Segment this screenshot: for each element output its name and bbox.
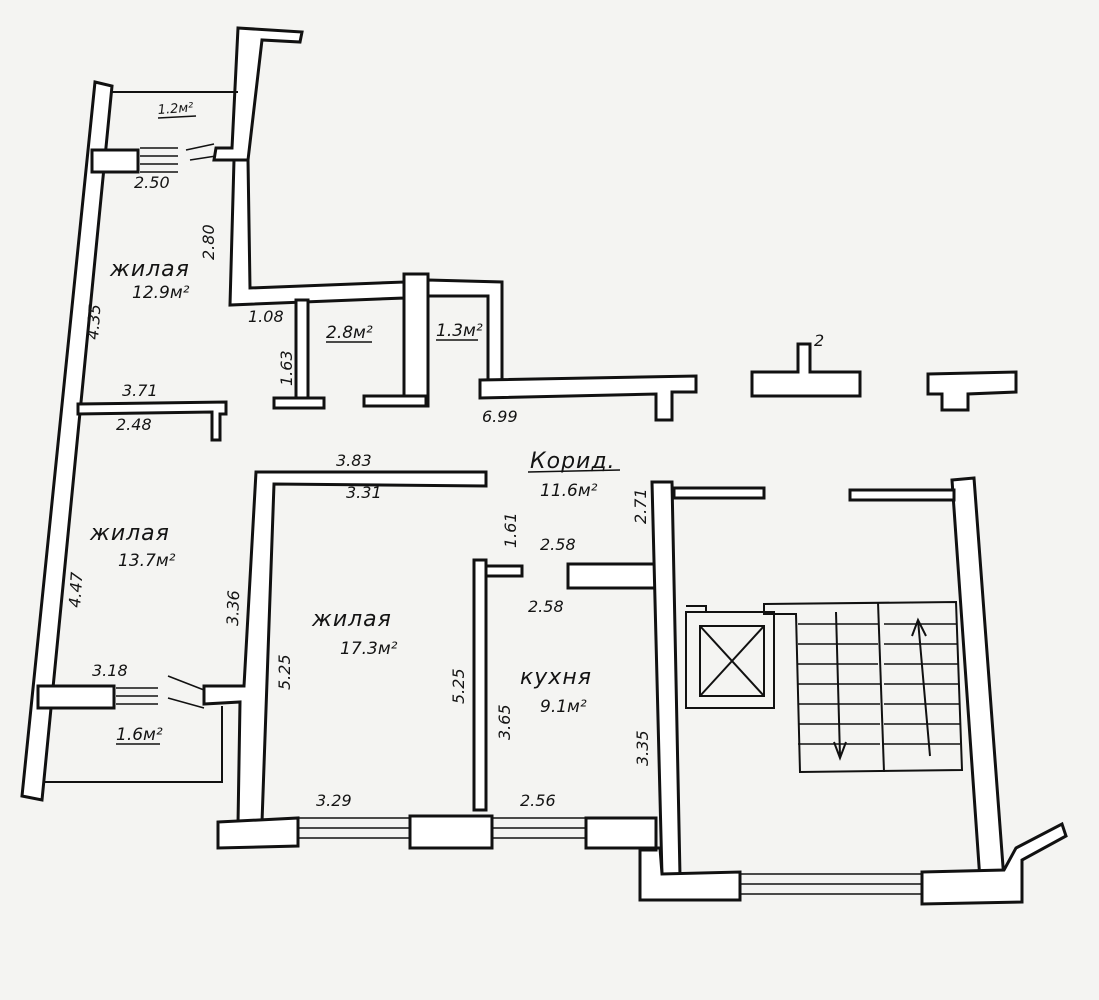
stair-arrow-down-icon	[833, 611, 847, 761]
stair-steps-right	[884, 623, 960, 745]
elevator-cross-icon	[699, 625, 765, 697]
room-name-living-left: жилая	[89, 521, 170, 546]
dim-5-25-right: 5.25	[449, 668, 468, 704]
window-hatch-upper	[140, 147, 178, 173]
bath-wall-foot-mid	[362, 394, 428, 408]
balcony-door-upper	[185, 143, 217, 161]
bottom-wall-left	[216, 816, 300, 850]
dim-2-48: 2.48	[116, 415, 152, 434]
bath-wall-pier	[402, 272, 430, 408]
dim-4-35: 4.35	[83, 303, 104, 340]
stair-wall-right	[950, 476, 1006, 882]
corridor-wall-stair-right	[848, 488, 956, 502]
window-box-upper	[90, 148, 140, 174]
dim-2-50: 2.50	[134, 173, 170, 192]
dim-2-58-top: 2.58	[540, 535, 576, 554]
room-name-living-center: жилая	[311, 607, 392, 632]
room-name-living-top: жилая	[109, 257, 190, 282]
bottom-pier-3	[920, 821, 1068, 906]
dim-1-63: 1.63	[277, 350, 296, 386]
underline-balcony-top	[157, 115, 197, 119]
dim-2-58-bottom: 2.58	[528, 597, 564, 616]
room-area-living-top: 12.9м²	[132, 283, 190, 303]
area-bath-1: 2.8м²	[326, 323, 373, 343]
area-bath-2: 1.3м²	[436, 321, 483, 341]
dim-2-71: 2.71	[631, 488, 650, 524]
window-hatch-lower	[116, 687, 158, 705]
mark-two: 2	[814, 331, 824, 350]
area-balcony-bottom: 1.6м²	[116, 725, 163, 745]
dim-1-08: 1.08	[248, 307, 284, 326]
dim-3-29: 3.29	[316, 791, 352, 810]
outer-wall-left	[20, 80, 114, 802]
elevator-top-stub	[686, 605, 707, 612]
bottom-window-3	[740, 873, 922, 895]
underline-corridor	[527, 469, 621, 473]
partition-kitchen	[472, 558, 488, 812]
wall-stub-right-2	[926, 370, 1018, 412]
corridor-wall-upper	[478, 374, 698, 422]
area-balcony-top: 1.2м²	[157, 101, 194, 118]
balcony-wall-top	[212, 26, 304, 162]
bottom-window-1	[298, 817, 410, 839]
dim-3-71: 3.71	[122, 381, 158, 400]
window-box-lower	[36, 684, 116, 710]
stair-frame	[763, 600, 964, 774]
balcony-door-lower	[167, 675, 205, 709]
wall-stub-right-1	[750, 342, 862, 398]
dim-2-80: 2.80	[199, 224, 218, 260]
dim-4-47: 4.47	[65, 571, 86, 609]
room-area-corridor: 11.6м²	[540, 481, 598, 501]
partition-kitchen-stub	[484, 564, 524, 578]
bottom-window-2	[492, 817, 586, 839]
bottom-pier-1	[408, 814, 494, 850]
dim-3-18: 3.18	[92, 661, 128, 680]
stair-arrow-up-icon	[911, 617, 931, 757]
room-area-living-left: 13.7м²	[118, 551, 176, 571]
stair-divider	[877, 601, 885, 773]
elevator-shaft-outer	[685, 611, 775, 709]
wall-3-71	[76, 400, 228, 442]
dim-3-65: 3.65	[495, 704, 514, 740]
bath-wall-vertical-left	[294, 298, 310, 404]
dim-1-61: 1.61	[501, 512, 520, 548]
room-name-kitchen: кухня	[520, 665, 592, 690]
kitchen-stub-right	[566, 562, 658, 590]
upper-room-right-wall	[228, 158, 406, 307]
dim-6-99: 6.99	[482, 407, 518, 426]
dim-2-56: 2.56	[520, 791, 556, 810]
bath-wall-foot-left	[272, 396, 326, 410]
dim-3-36: 3.36	[223, 590, 243, 626]
dim-3-83: 3.83	[336, 451, 372, 470]
dim-5-25-left: 5.25	[275, 654, 294, 690]
corridor-wall-stair-left	[672, 486, 766, 500]
bottom-pier-2	[584, 816, 742, 902]
elevator-shaft-inner	[699, 625, 765, 697]
balcony-rail-lower	[44, 706, 223, 783]
dim-3-35: 3.35	[633, 730, 652, 766]
room-area-living-center: 17.3м²	[340, 639, 398, 659]
dim-3-31: 3.31	[346, 483, 382, 502]
room-area-kitchen: 9.1м²	[540, 697, 587, 717]
